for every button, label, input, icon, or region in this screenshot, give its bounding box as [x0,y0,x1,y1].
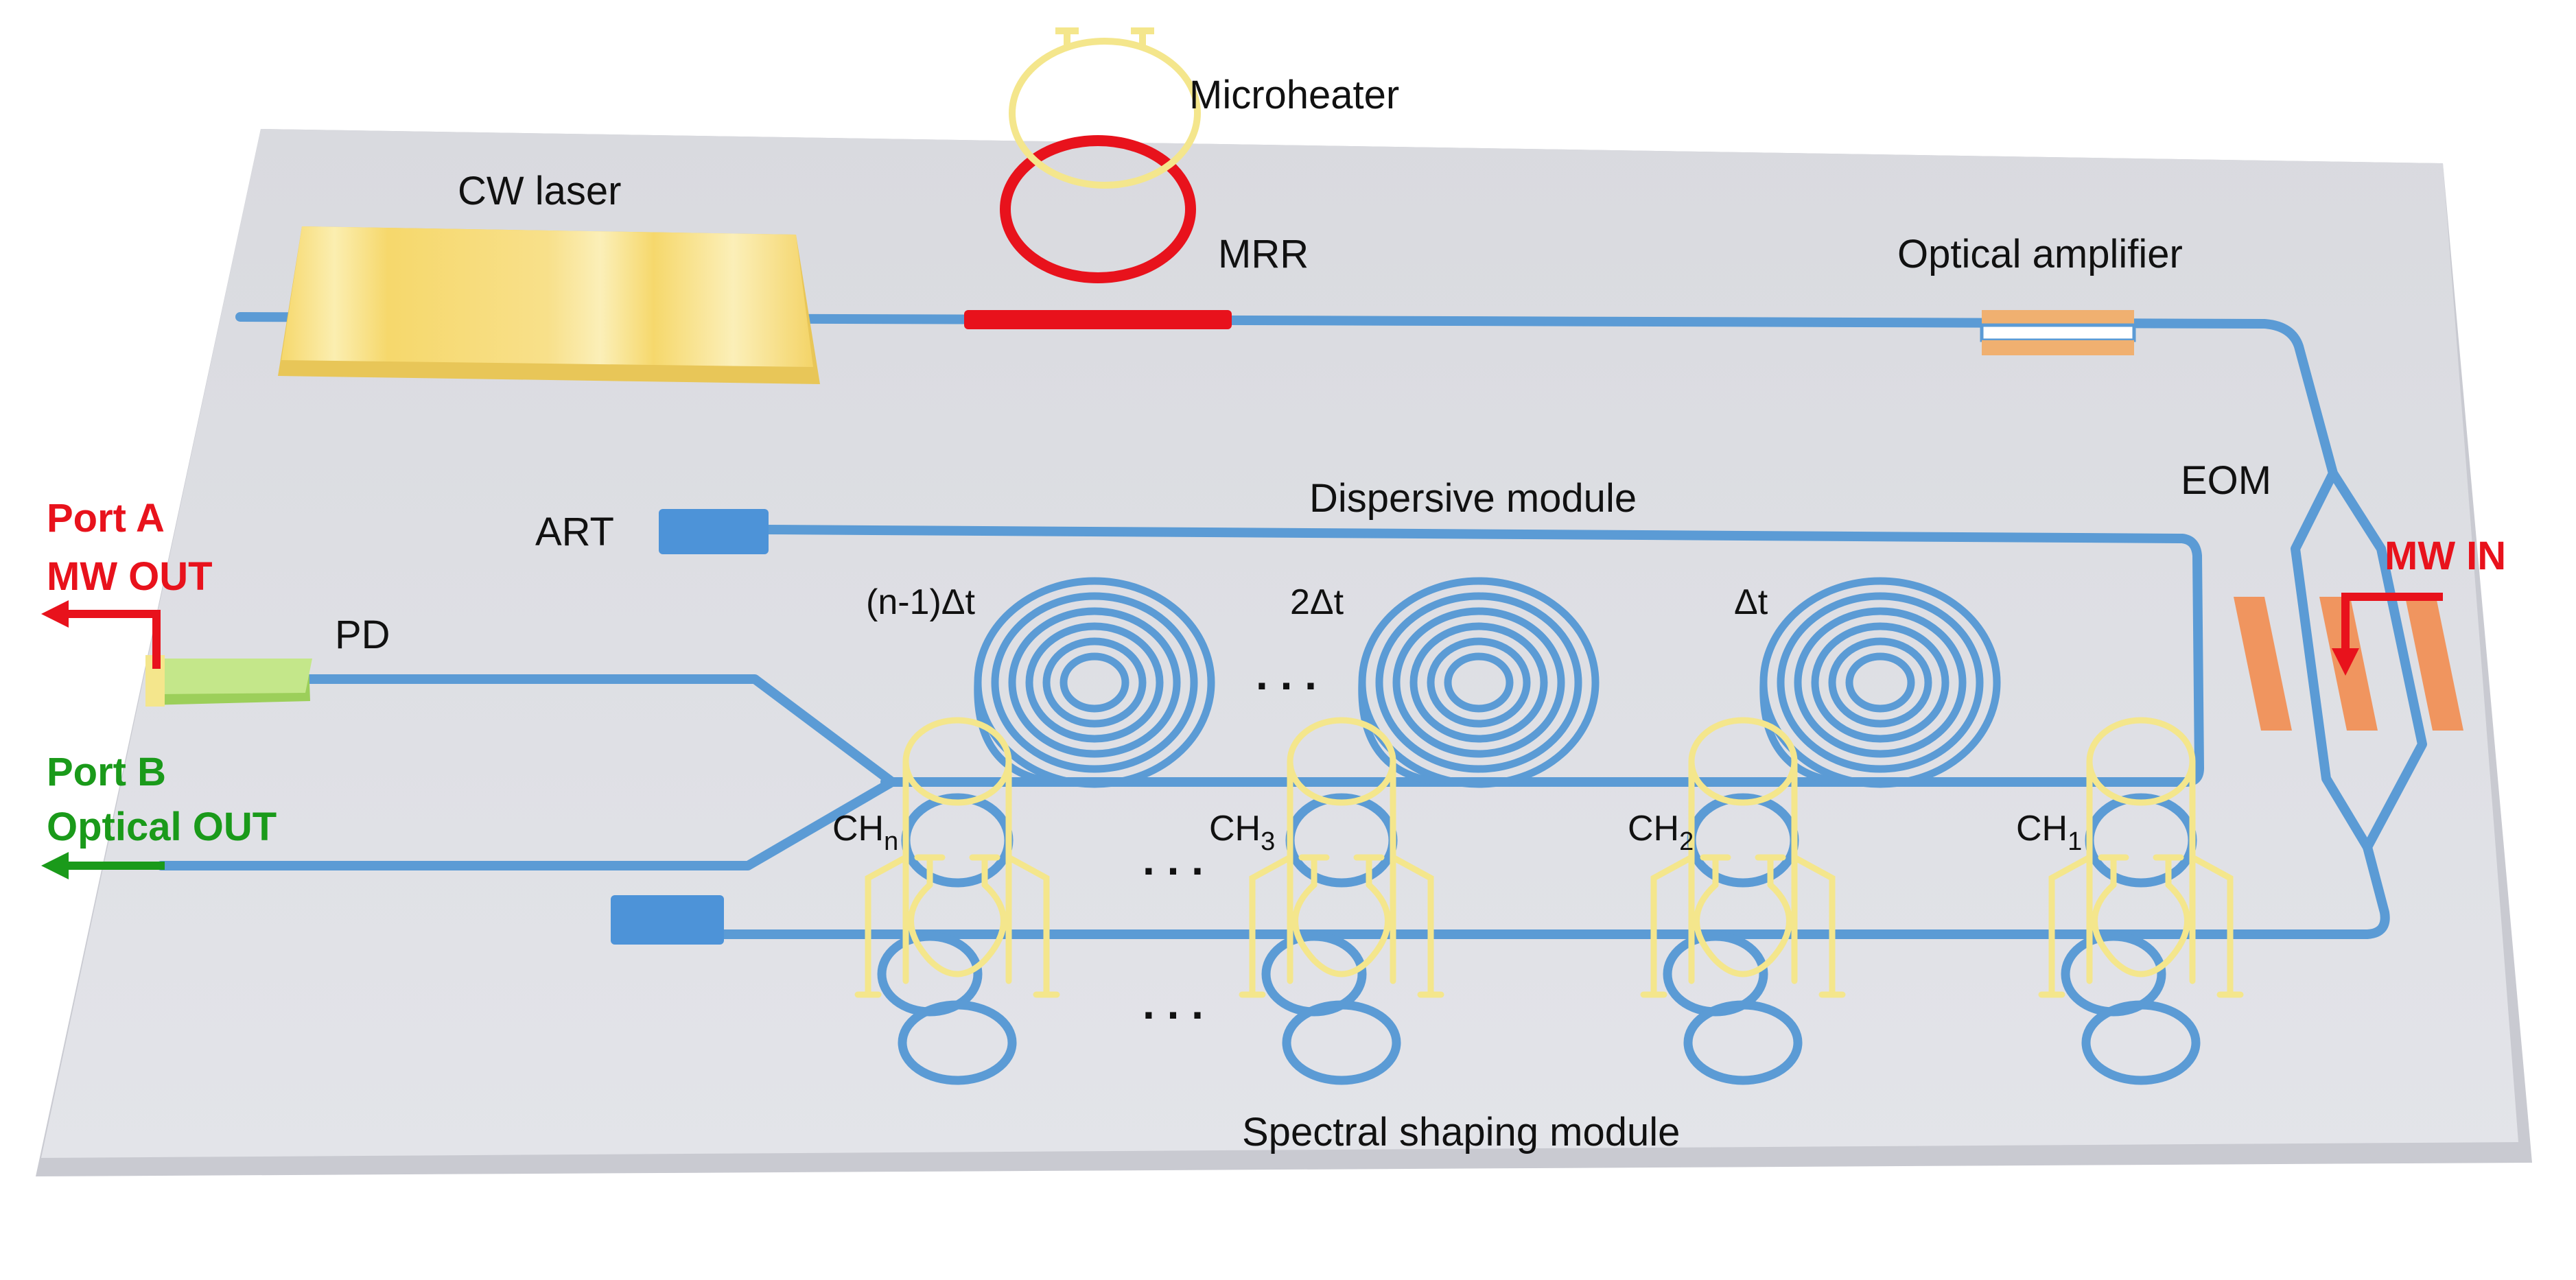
waveguides [156,312,2427,939]
art-block-bottom [611,895,724,945]
eom-mzi-lower [2328,469,2427,852]
label-mw-in: MW IN [2385,534,2506,578]
label-delay-n: (n-1)Δt [866,582,976,622]
label-mrr: MRR [1218,232,1309,276]
label-microheater: Microheater [1189,73,1399,117]
label-channel-3: CH3 [1209,809,1275,856]
channel-2-heater [1640,717,1846,998]
eom-output-waveguide [702,842,2390,939]
microheater-ring [1009,38,1201,189]
label-cw-laser: CW laser [458,169,621,213]
label-channel-n: CHn [832,809,898,856]
label-channel-1: CH1 [2016,809,2082,856]
label-delay-2: 2Δt [1290,582,1344,622]
mrr-ring [1000,135,1196,283]
label-channel-2: CH2 [1628,809,1694,856]
ellipsis-spirals: . . . [1256,650,1317,699]
mw-in-arrowhead [2332,648,2359,676]
label-eom: EOM [2181,458,2271,503]
label-mw-out: MW OUT [47,554,213,599]
label-pd: PD [335,613,390,657]
label-spectral-shaping-module: Spectral shaping module [1242,1110,1680,1154]
channel-microheaters [854,717,2244,998]
photodetector [145,655,312,707]
port-a-arrow [62,610,161,669]
cw-laser [278,226,820,384]
mrr-coupler [964,310,1232,329]
channel-1-heater [2038,717,2244,998]
delay-spirals [974,577,2001,788]
channel-n-heater [854,717,1060,998]
label-art: ART [535,510,614,554]
ellipsis-channels-bottom: . . . [1143,979,1204,1028]
delay-spiral-2 [1358,577,1600,788]
ellipsis-channels-mid: . . . [1143,835,1204,884]
label-port-a: Port A [47,496,165,541]
label-optical-amplifier: Optical amplifier [1897,232,2183,276]
mw-in-arrow [2341,593,2443,655]
top-bus-waveguide [235,312,2338,478]
art-block-top [659,509,769,554]
label-dispersive-module: Dispersive module [1309,476,1637,521]
optical-out-waveguide [156,777,897,870]
pd-output-waveguide [304,674,897,787]
port-a-arrowhead [41,600,69,628]
port-b-arrowhead [41,852,69,879]
delay-spiral-n [974,577,1215,788]
delay-spiral-1 [1759,577,2001,788]
label-optical-out: Optical OUT [47,805,277,849]
mrr-assembly [964,27,1232,329]
eom-mzi-upper [2291,469,2372,852]
label-port-b: Port B [47,750,166,794]
label-delay-1: Δt [1734,582,1768,622]
channel-3-heater [1239,717,1444,998]
microheater-leads [1055,27,1154,48]
optical-amplifier [1980,310,2136,355]
